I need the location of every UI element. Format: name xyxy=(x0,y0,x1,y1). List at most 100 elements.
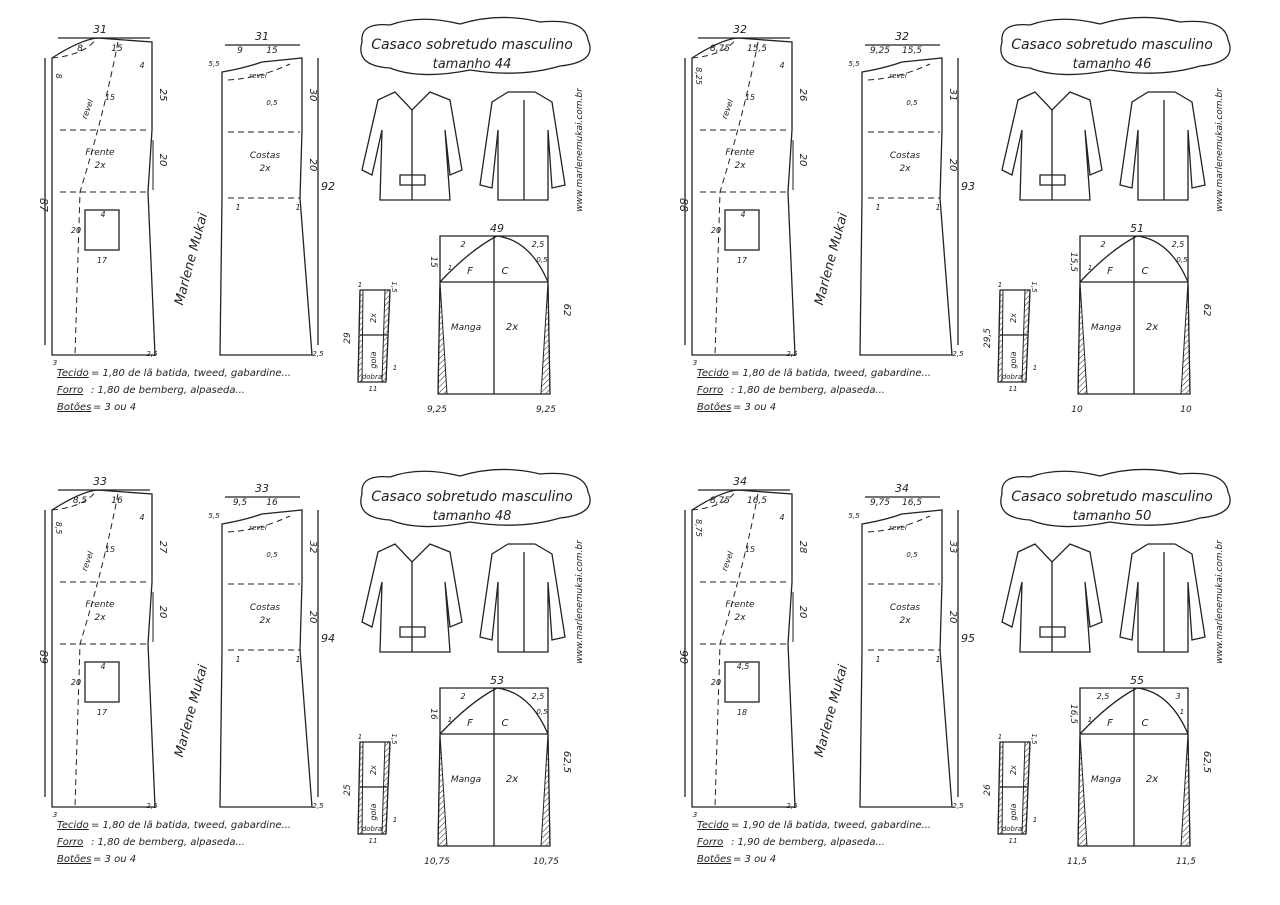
collar-top-right-label: 1,5 xyxy=(1030,281,1038,293)
front-neck-depth-label: 8,75 xyxy=(694,519,703,537)
front-drop-label: 4 xyxy=(779,513,784,522)
pattern-title: Casaco sobretudo masculino xyxy=(1011,37,1213,53)
sleeve-cap-right-label: 3 xyxy=(1175,692,1180,701)
front-neck-depth-label: 8,25 xyxy=(694,67,703,85)
sleeve-body xyxy=(1077,688,1191,847)
sleeve-length-label: 62 xyxy=(561,304,572,317)
back-hem-label: 2,5 xyxy=(952,802,964,810)
sleeve-low-left-label: 1 xyxy=(1088,716,1092,724)
buttons-label: Botões xyxy=(697,854,731,865)
front-drop-label: 4 xyxy=(779,61,784,70)
sleeve-hem-right-label: 11,5 xyxy=(1176,857,1196,867)
collar-bottom-label: 1 xyxy=(393,816,397,824)
front-armhole-label: 26 xyxy=(797,89,808,102)
front-hem-left-label: 3 xyxy=(693,359,697,367)
sleeve-cap-curve xyxy=(439,687,549,735)
watermark-url: www.marlenemukai.com.br xyxy=(575,539,585,664)
lining-value: : 1,90 de bemberg, alpaseda... xyxy=(731,837,885,848)
front-title: Frente xyxy=(85,600,115,610)
sleeve-length-label: 62,5 xyxy=(1201,751,1212,773)
sleeve-cap-right-label: 2,5 xyxy=(532,692,545,701)
sleeve-hatch-right xyxy=(1180,281,1191,395)
front-facing-label: revel xyxy=(720,97,736,120)
back-facing-label: revel xyxy=(889,72,907,80)
sleeve-cap-left-label: 2 xyxy=(1100,240,1105,249)
coat-sketches xyxy=(1001,543,1206,653)
sleeve-hatch-right xyxy=(1180,733,1191,847)
lining-value: : 1,80 de bemberg, alpaseda... xyxy=(731,385,885,396)
coat-front-sketch xyxy=(361,91,463,201)
back-facing-label: revel xyxy=(249,524,267,532)
sleeve-low-right-label: 0,5 xyxy=(536,708,548,716)
back-length-label: 93 xyxy=(961,180,975,193)
sleeve-hem-left-label: 9,25 xyxy=(427,405,447,415)
pattern-size: tamanho 50 xyxy=(1073,509,1152,524)
collar-hatch-left xyxy=(997,741,1004,835)
sleeve-count: 2x xyxy=(506,774,518,785)
front-neck-label: 8,75 xyxy=(710,44,730,54)
pocket-top-label: 4 xyxy=(100,210,105,219)
back-hem-label: 2,5 xyxy=(312,350,324,358)
collar-length-label: 29 xyxy=(343,332,353,344)
front-hem-left-label: 3 xyxy=(53,811,57,819)
coat-front-detail xyxy=(399,110,426,200)
collar-top-left-label: 1 xyxy=(998,281,1002,289)
watermark-url: www.marlenemukai.com.br xyxy=(575,87,585,212)
back-facing xyxy=(867,515,931,533)
back-title: Costas xyxy=(250,603,281,613)
back-width-label: 34 xyxy=(895,482,909,495)
coat-front-sketch xyxy=(361,543,463,653)
front-armhole-label: 28 xyxy=(797,541,808,554)
collar-hatch-right xyxy=(1021,741,1031,835)
front-waist-label: 20 xyxy=(797,154,808,167)
fabric-label: Tecido xyxy=(697,820,729,831)
coat-front-sketch xyxy=(1001,543,1103,653)
back-side-left-label: 1 xyxy=(235,203,240,212)
buttons-value: = 3 ou 4 xyxy=(733,402,776,413)
sleeve-cap-right-label: 2,5 xyxy=(532,240,545,249)
neckline xyxy=(691,37,738,59)
collar-hatch-left xyxy=(357,741,364,835)
back-side-left-label: 1 xyxy=(875,655,880,664)
sleeve-back-label: C xyxy=(1142,718,1149,729)
pocket-top-label: 4 xyxy=(100,662,105,671)
pattern-size: tamanho 46 xyxy=(1073,57,1152,72)
coat-front-sketch xyxy=(1001,91,1103,201)
sleeve-hem-right-label: 10 xyxy=(1180,405,1192,415)
collar-top-right-label: 1,5 xyxy=(390,281,398,293)
sleeve-front-label: F xyxy=(1107,718,1113,729)
cloud-outline xyxy=(360,468,591,528)
material-notes: Tecido= 1,90 de lã batida, tweed, gabard… xyxy=(697,820,931,865)
sleeve-cap-curve xyxy=(439,235,549,283)
collar-count: 2x xyxy=(1009,313,1018,323)
collar-length-label: 26 xyxy=(983,784,993,796)
sleeve-hatch-left xyxy=(1077,733,1088,847)
back-shoulder-label: 16,5 xyxy=(902,498,922,508)
collar-hatch-right xyxy=(381,289,391,383)
designer-signature: Marlene Mukai xyxy=(812,211,851,307)
sleeve-body xyxy=(437,688,551,847)
collar-top-right-label: 1,5 xyxy=(1030,733,1038,745)
back-length-label: 92 xyxy=(321,180,335,193)
pocket-height-label: 20 xyxy=(71,226,81,235)
pocket xyxy=(724,661,760,703)
neckline xyxy=(51,489,98,511)
collar-hatch-right xyxy=(381,741,391,835)
back-neck-drop-label: 5,5 xyxy=(208,512,220,520)
back-neck-drop-label: 5,5 xyxy=(848,60,860,68)
sleeve-width-label: 53 xyxy=(490,674,504,687)
back-shoulder-label: 15,5 xyxy=(902,46,922,56)
sleeve-low-left-label: 1 xyxy=(1088,264,1092,272)
back-length-label: 94 xyxy=(321,632,335,645)
sleeve-width-label: 49 xyxy=(490,222,504,235)
coat-back-sketch xyxy=(479,543,566,653)
pattern-line xyxy=(691,37,796,356)
